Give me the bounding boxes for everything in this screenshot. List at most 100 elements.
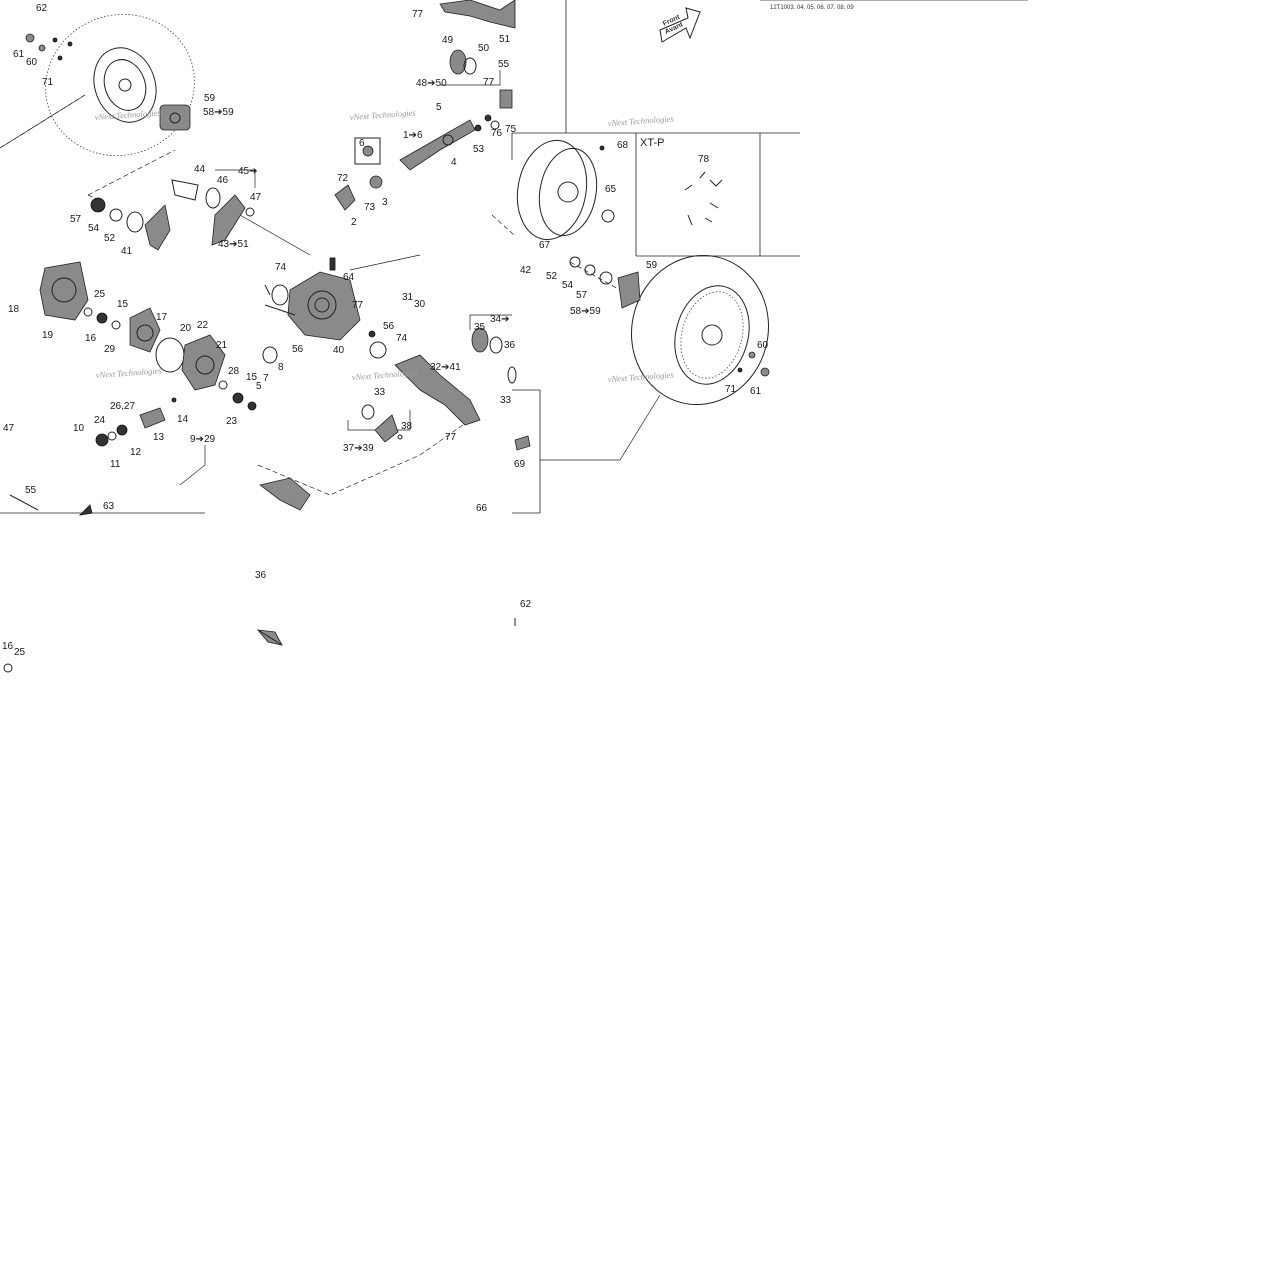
- callout-6: 58➔59: [203, 107, 234, 118]
- callout-13: 45➔: [238, 166, 258, 177]
- callout-85: 35: [474, 322, 486, 333]
- callout-12: 46: [217, 175, 229, 186]
- callout-7: 57: [70, 214, 82, 225]
- callout-88: 33: [500, 395, 512, 406]
- callout-48: 15: [117, 299, 129, 310]
- callout-82: 74: [396, 333, 408, 344]
- callout-73: 63: [103, 501, 115, 512]
- callout-33: 2: [351, 217, 357, 228]
- callout-63: 10: [73, 423, 85, 434]
- callout-95: 62: [520, 599, 532, 610]
- watermark: vNext Technologies: [351, 367, 418, 382]
- callout-56: 21: [216, 340, 228, 351]
- callout-68: 13: [153, 432, 165, 443]
- callout-24: 1➔6: [403, 130, 423, 141]
- callout-89: 38: [401, 421, 413, 432]
- callout-28: 76: [491, 128, 503, 139]
- watermark: vNext Technologies: [95, 365, 162, 380]
- callout-52: 29: [104, 344, 116, 355]
- callout-39: 52: [546, 271, 558, 282]
- callout-94: 36: [255, 570, 267, 581]
- callout-59: 7: [263, 373, 269, 384]
- callout-45: 71: [725, 384, 737, 395]
- callout-50: 19: [42, 330, 54, 341]
- callout-81: 40: [333, 345, 345, 356]
- callout-41: 57: [576, 290, 588, 301]
- callout-62: 8: [278, 362, 284, 373]
- callout-58: 15: [246, 372, 258, 383]
- callout-77: 31: [402, 292, 414, 303]
- front-left-wheel: [25, 13, 195, 157]
- callout-61: 23: [226, 416, 238, 427]
- callout-97: 25: [14, 647, 26, 658]
- callout-42: 58➔59: [570, 306, 601, 317]
- inset-title: XT-P: [640, 137, 664, 149]
- callout-4: 71: [42, 77, 54, 88]
- left-hub-knuckle: [90, 179, 255, 251]
- callout-96: 16: [2, 641, 14, 652]
- callout-72: 55: [25, 485, 37, 496]
- misc-small-parts: [3, 435, 531, 673]
- document-code: 12T1003. 04. 05. 06. 07. 08. 09: [770, 5, 854, 11]
- callout-75: 64: [343, 272, 355, 283]
- callout-8: 54: [88, 223, 100, 234]
- callout-40: 54: [562, 280, 574, 291]
- callout-2: 61: [13, 49, 25, 60]
- callout-47: 25: [94, 289, 106, 300]
- callout-53: 17: [156, 312, 168, 323]
- callout-1: 62: [36, 3, 48, 14]
- callout-14: 47: [250, 192, 262, 203]
- callout-67: 11: [110, 459, 121, 470]
- callout-84: 34➔: [490, 314, 510, 325]
- callout-70: 9➔29: [190, 434, 216, 445]
- callout-57: 28: [228, 366, 240, 377]
- callout-69: 14: [177, 414, 189, 425]
- callout-80: 56: [292, 344, 304, 355]
- callout-71: 47: [3, 423, 15, 434]
- watermark: vNext Technologies: [607, 113, 674, 128]
- watermark: vNext Technologies: [607, 369, 674, 384]
- callout-66: 12: [130, 447, 142, 458]
- callout-15: 43➔51: [218, 239, 249, 250]
- callout-25: 6: [359, 138, 365, 149]
- callout-10: 41: [121, 246, 133, 257]
- callout-26: 4: [451, 157, 457, 168]
- callout-31: 73: [364, 202, 376, 213]
- callout-37: 78: [698, 154, 710, 165]
- callout-64: 24: [94, 415, 106, 426]
- callout-29: 75: [505, 124, 517, 135]
- callout-19: 48➔50: [416, 78, 447, 89]
- callout-35: 65: [605, 184, 617, 195]
- callout-46: 61: [750, 386, 762, 397]
- callout-32: 3: [382, 197, 388, 208]
- watermark: vNext Technologies: [349, 107, 416, 122]
- callout-44: 60: [757, 340, 769, 351]
- callout-87: 33: [374, 387, 386, 398]
- callout-90: 37➔39: [343, 443, 374, 454]
- callout-91: 77: [445, 432, 457, 443]
- xtp-rim-inset: [516, 139, 723, 241]
- callout-83: 32➔41: [430, 362, 461, 373]
- callout-27: 53: [473, 144, 485, 155]
- callout-54: 20: [180, 323, 192, 334]
- top-driveshaft: [334, 0, 516, 211]
- frame-lines: [0, 0, 1028, 514]
- callout-36: 67: [539, 240, 551, 251]
- callout-38: 42: [520, 265, 532, 276]
- callout-79: 56: [383, 321, 395, 332]
- watermark: vNext Technologies: [94, 107, 161, 122]
- callout-76: 77: [352, 300, 364, 311]
- callout-60: 5: [256, 381, 262, 392]
- callout-65: 26,27: [110, 401, 135, 412]
- front-direction-arrow: Front Avant: [659, 7, 701, 43]
- callout-93: 66: [476, 503, 488, 514]
- callout-74: 74: [275, 262, 287, 273]
- callout-21: 55: [498, 59, 510, 70]
- differential-housing: [262, 257, 387, 364]
- callout-20: 51: [499, 34, 511, 45]
- callout-18: 50: [478, 43, 490, 54]
- part-callouts: 626160715958➔5957545241444645➔4743➔51774…: [2, 3, 769, 658]
- callout-43: 59: [646, 260, 658, 271]
- callout-9: 52: [104, 233, 116, 244]
